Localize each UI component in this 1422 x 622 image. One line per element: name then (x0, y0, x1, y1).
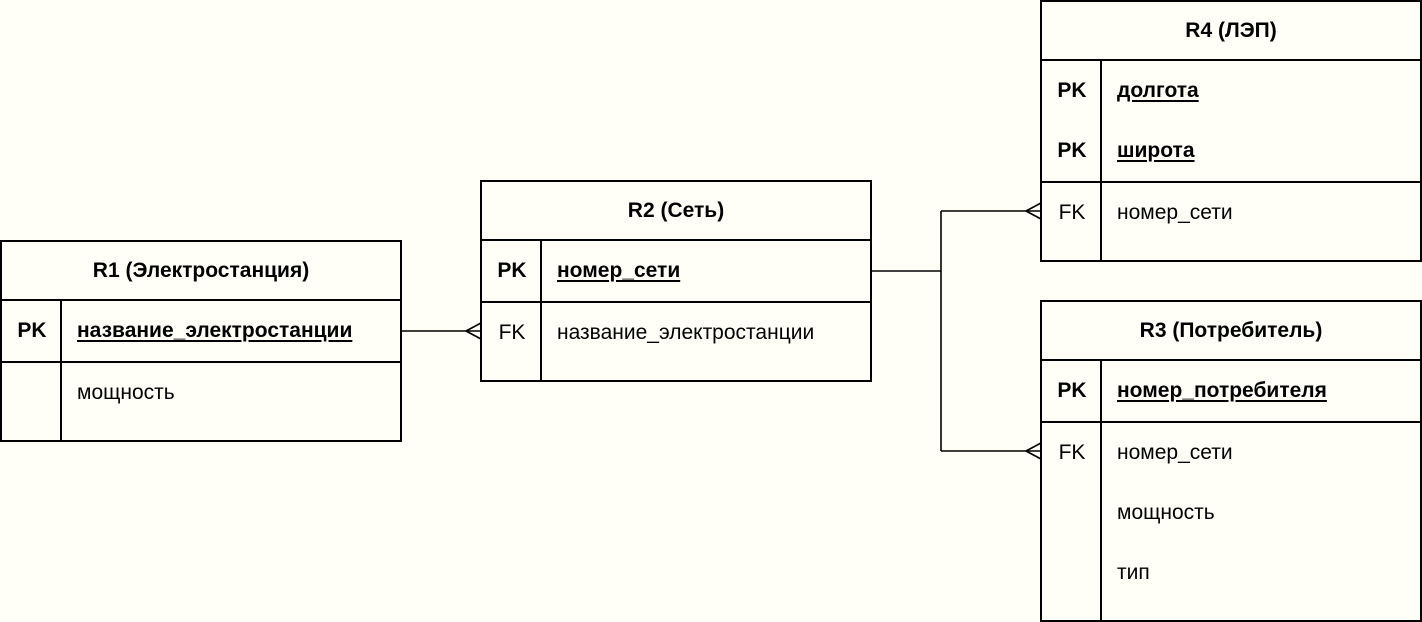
key-label: PK (1057, 79, 1087, 102)
attribute-row: тип (1042, 543, 1420, 603)
attribute-name: номер_потребителя (1117, 379, 1327, 402)
attribute-row: PK широта (1042, 121, 1420, 181)
attribute-name: номер_сети (1117, 201, 1233, 224)
attribute-row: FK название_электростанции (482, 303, 870, 363)
attribute-name: мощность (1117, 501, 1215, 524)
attribute-name: номер_сети (557, 259, 681, 282)
entity-r3[interactable]: R3 (Потребитель) PK номер_потребителя FK… (1040, 300, 1422, 622)
entity-r4[interactable]: R4 (ЛЭП) PK долгота PK широта FK номер_с… (1040, 0, 1422, 262)
attribute-row: PK название_электростанции (2, 301, 400, 361)
relationship-r2-r4 (941, 202, 1042, 220)
attribute-row: PK номер_потребителя (1042, 361, 1420, 421)
entity-r1[interactable]: R1 (Электростанция) PK название_электрос… (0, 240, 402, 442)
key-label: PK (1057, 379, 1087, 402)
entity-title: R1 (Электростанция) (2, 242, 400, 301)
attribute-name: номер_сети (1117, 441, 1233, 464)
crows-foot-icon (1025, 442, 1042, 452)
crows-foot-icon (1025, 202, 1042, 212)
attribute-row: FK номер_сети (1042, 183, 1420, 243)
entity-title: R3 (Потребитель) (1042, 302, 1420, 361)
key-label: FK (1058, 201, 1086, 224)
key-label: PK (497, 259, 527, 282)
attribute-row: FK номер_сети (1042, 423, 1420, 483)
attr-section: мощность (2, 363, 400, 442)
relationship-r1-r2 (401, 322, 482, 340)
attribute-name: широта (1117, 139, 1195, 162)
pk-section: PK номер_потребителя (1042, 361, 1420, 423)
attribute-name: тип (1117, 561, 1150, 584)
key-label: PK (1057, 139, 1087, 162)
key-label: FK (1058, 441, 1086, 464)
attr-section: FK название_электростанции (482, 303, 870, 382)
key-label: FK (498, 321, 526, 344)
attribute-row: PK долгота (1042, 61, 1420, 121)
attr-section: FK номер_сети мощность тип (1042, 423, 1420, 622)
attribute-row: мощность (1042, 483, 1420, 543)
attr-section: FK номер_сети (1042, 183, 1420, 262)
pk-section: PK название_электростанции (2, 301, 400, 363)
entity-r2[interactable]: R2 (Сеть) PK номер_сети FK название_элек… (480, 180, 872, 382)
crows-foot-icon (465, 322, 482, 332)
relationship-r2-r3 (941, 442, 1042, 460)
attribute-name: долгота (1117, 79, 1199, 102)
attribute-name: название_электростанции (77, 319, 353, 342)
attribute-row: PK номер_сети (482, 241, 870, 301)
attribute-name: название_электростанции (557, 321, 815, 344)
key-label: PK (17, 319, 47, 342)
attribute-name: мощность (77, 381, 175, 404)
pk-section: PK долгота PK широта (1042, 61, 1420, 183)
entity-title: R4 (ЛЭП) (1042, 2, 1420, 61)
attribute-row: мощность (2, 363, 400, 423)
entity-title: R2 (Сеть) (482, 182, 870, 241)
pk-section: PK номер_сети (482, 241, 870, 303)
